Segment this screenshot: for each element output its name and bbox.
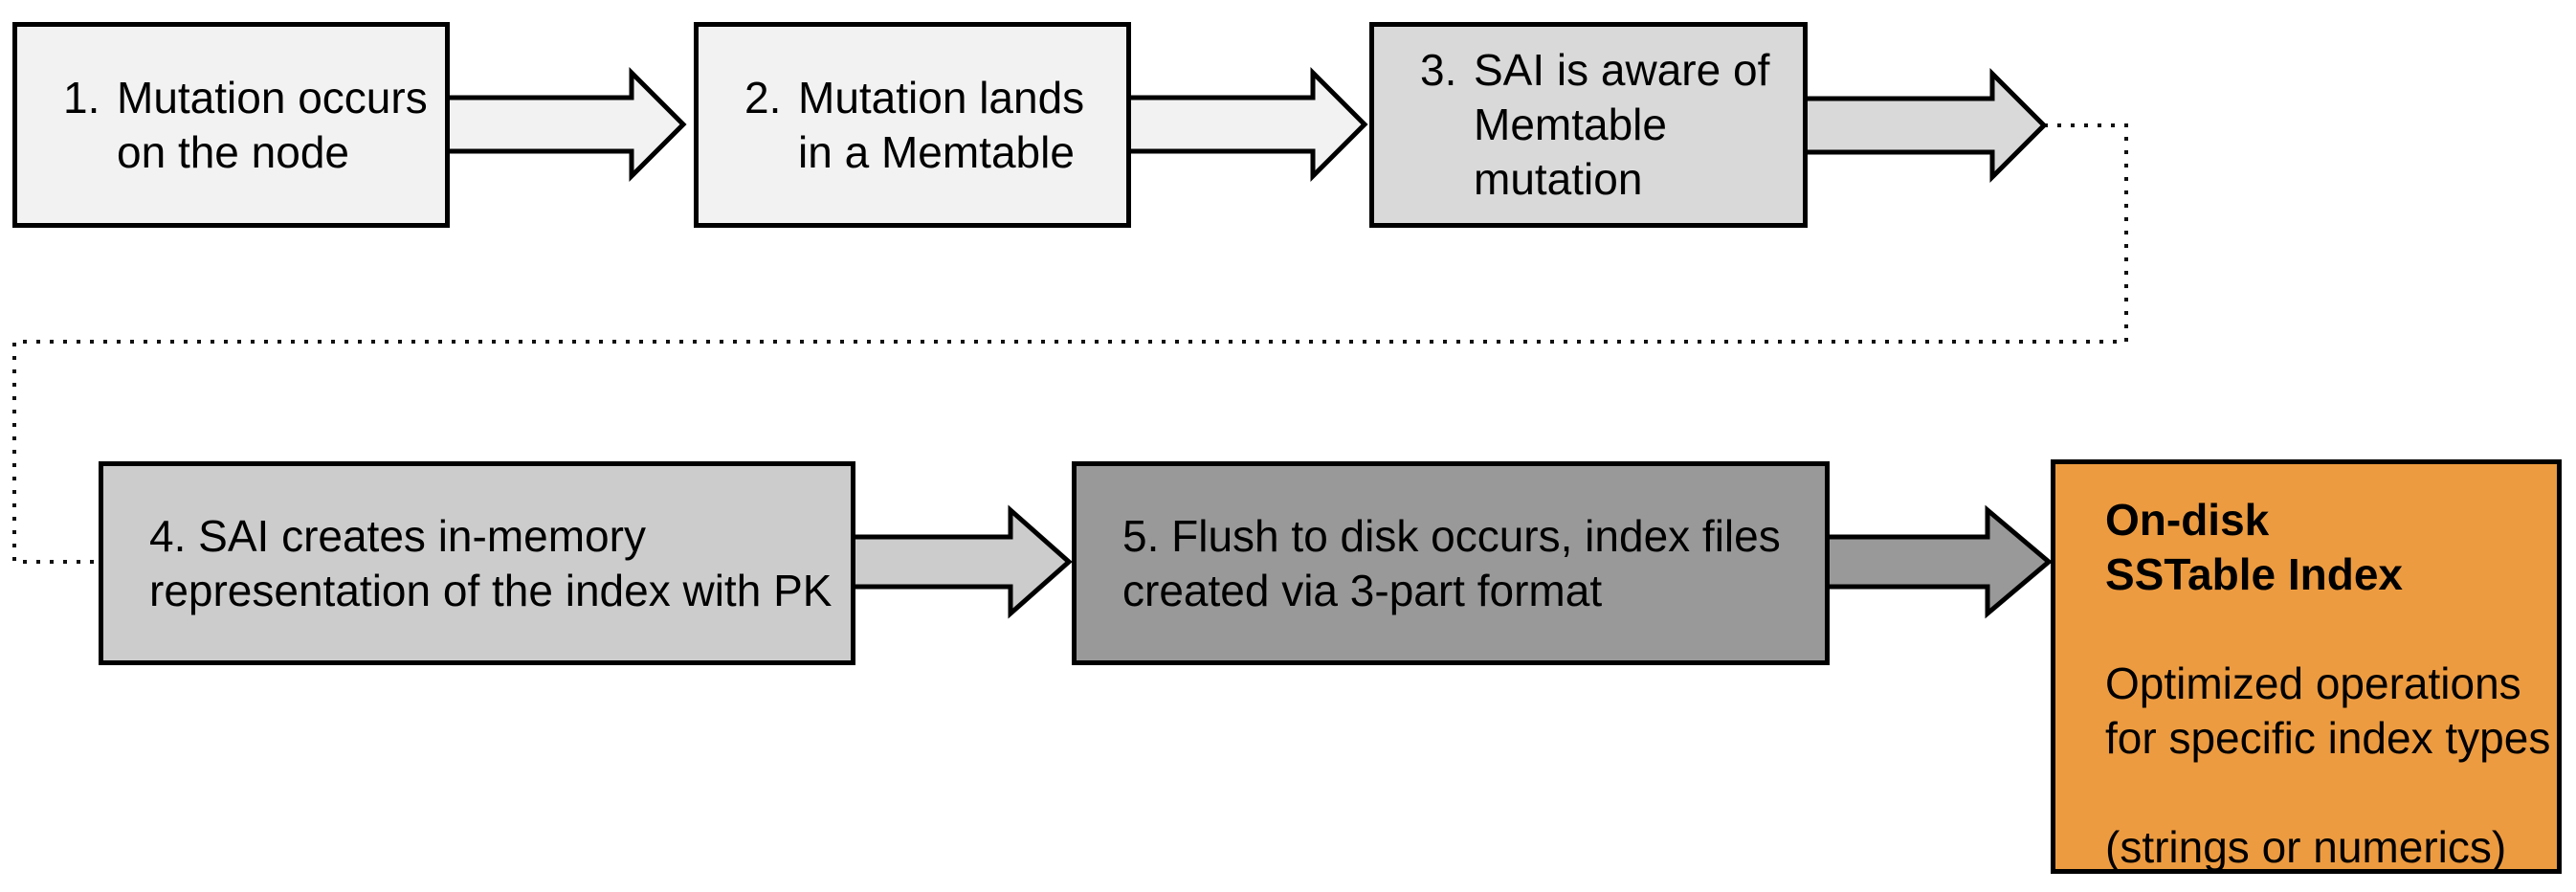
step-text-line: Mutation occurs	[117, 72, 428, 123]
result-title-line: On-disk	[2105, 495, 2270, 545]
arrow-step4-to-step5	[850, 504, 1073, 619]
result-body-line: Optimized operations	[2105, 658, 2521, 708]
arrow-step3-to-connector	[1802, 67, 2048, 184]
step-box-1: 1. Mutation occurs on the node	[12, 22, 450, 228]
step-box-2: 2. Mutation lands in a Memtable	[694, 22, 1131, 228]
step-text-line: in a Memtable	[798, 126, 1075, 177]
step-text-line: representation of the index with PK	[149, 565, 833, 615]
dotted-connector	[12, 123, 2128, 564]
step-number: 2.	[744, 72, 782, 123]
result-title-line: SSTable Index	[2105, 549, 2404, 599]
result-note: (strings or numerics)	[2105, 822, 2507, 872]
step-number: 3.	[1420, 45, 1457, 95]
step-box-3: 3. SAI is aware of Memtable mutation	[1369, 22, 1808, 228]
step-text-line: created via 3-part format	[1122, 565, 1603, 615]
step-number: 1.	[63, 72, 100, 123]
result-body: Optimized operations for specific index …	[2105, 657, 2551, 766]
step-text-line: on the node	[117, 126, 350, 177]
arrow-step1-to-step2	[444, 66, 687, 183]
step-text-line: Mutation lands	[798, 72, 1085, 123]
step-box-4: 4. SAI creates in-memory representation …	[99, 461, 855, 665]
step-text-line: 5. Flush to disk occurs, index files	[1122, 510, 1781, 561]
result-title: On-disk SSTable Index	[2105, 493, 2534, 602]
step-text-line: Memtable	[1474, 100, 1667, 149]
step-text-line: mutation	[1474, 154, 1643, 204]
step-text-line: 4. SAI creates in-memory	[149, 510, 646, 561]
step-text-line: SAI is aware of	[1474, 45, 1770, 95]
result-box: On-disk SSTable Index Optimized operatio…	[2051, 459, 2562, 874]
arrow-step5-to-result	[1824, 504, 2053, 619]
result-body-line: for specific index types	[2105, 713, 2551, 763]
arrow-step2-to-step3	[1125, 66, 1368, 183]
step-box-5: 5. Flush to disk occurs, index files cre…	[1072, 461, 1830, 665]
